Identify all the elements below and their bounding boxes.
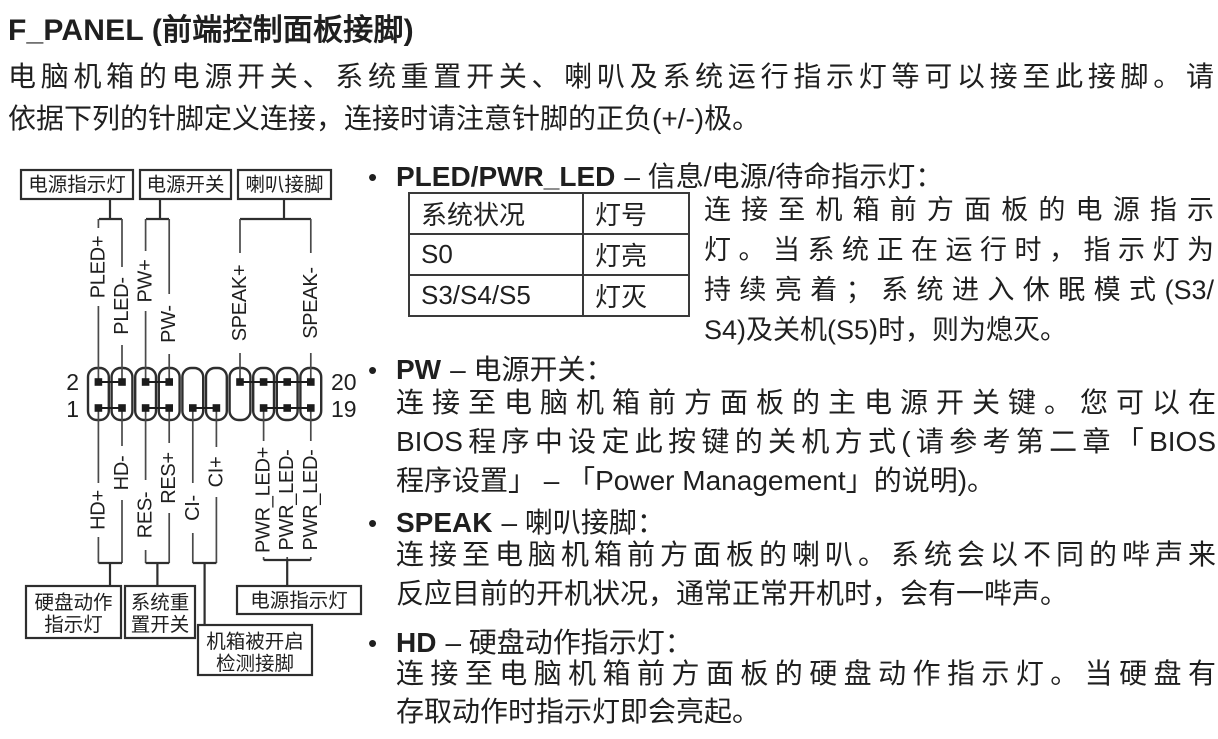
bullet-pled-title: • PLED/PWR_LED – 信息/电源/待命指示灯： <box>368 155 1216 195</box>
intro-paragraph: 电脑机箱的电源开关、系统重置开关、喇叭及系统运行指示灯等可以接至此接脚。请 依据… <box>8 56 1214 140</box>
bottom-bracket-lines <box>98 558 311 625</box>
bullet-pled-description: 连接至机箱前方面板的电源指示 灯。当系统正在运行时，指示灯为 持续亮着；系统进入… <box>704 190 1214 350</box>
bullet-pled-term: PLED/PWR_LED <box>396 161 616 192</box>
bullet-hd-description: 连接至电脑机箱前方面板的硬盘动作指示灯。当硬盘有 存取动作时指示灯即会亮起。 <box>396 655 1216 731</box>
pled-status-table: 系统状况 灯号 S0 灯亮 S3/S4/S5 灯灭 <box>408 192 690 317</box>
callout-chassis-intrusion-label-line1: 机箱被开启 <box>206 631 304 653</box>
callout-hdd-led-box <box>24 584 123 640</box>
bullet-pw-title: • PW – 电源开关： <box>368 348 1216 388</box>
callout-power-led-bottom-box <box>235 584 363 616</box>
pin-label-pwrled-minus2: PWR_LED- <box>300 450 322 551</box>
pin-number-1: 1 <box>66 396 79 422</box>
bullet-pw-term: PW <box>396 354 442 385</box>
callout-power-switch-label: 电源开关 <box>146 174 224 196</box>
bullet-marker: • <box>368 628 378 658</box>
bullet-marker: • <box>368 508 378 538</box>
text-line: 反应目前的开机状况，通常正常开机时，会有一哔声。 <box>396 578 1069 609</box>
page-title: F_PANEL (前端控制面板接脚) <box>8 14 414 47</box>
table-row: S3/S4/S5 灯灭 <box>408 274 690 317</box>
label-masks <box>85 228 323 557</box>
pin-header-body <box>86 366 323 422</box>
callout-power-switch-box <box>138 168 233 201</box>
callout-reset-switch-box <box>123 584 197 640</box>
pin-label-ci-minus: CI- <box>182 495 204 521</box>
bullet-hd-rest: – 硬盘动作指示灯： <box>445 627 693 658</box>
bullet-speak-term: SPEAK <box>396 507 493 538</box>
callout-bracket-lines <box>99 199 311 221</box>
pin-label-hd-minus: HD- <box>111 456 133 491</box>
intro-line: 电脑机箱的电源开关、系统重置开关、喇叭及系统运行指示灯等可以接至此接脚。请 <box>8 61 1214 92</box>
pin-label-speak-plus: SPEAK+ <box>229 265 251 342</box>
pin-label-ci-plus: CI+ <box>205 457 227 488</box>
bullet-marker: • <box>368 162 378 192</box>
bullet-speak-rest: – 喇叭接脚： <box>501 507 665 538</box>
table-row: S0 灯亮 <box>408 233 690 276</box>
callout-speaker-label: 喇叭接脚 <box>245 174 323 196</box>
callout-hdd-led-label-line1: 硬盘动作 <box>34 592 112 614</box>
pin-label-pwrled-minus: PWR_LED- <box>276 450 298 551</box>
text-line: 存取动作时指示灯即会亮起。 <box>396 696 761 727</box>
text-line: 连接至电脑机箱前方面板的喇叭。系统会以不同的哔声来 <box>396 539 1216 570</box>
callout-reset-switch-label-line2: 置开关 <box>131 614 190 636</box>
text-line: BIOS程序中设定此按键的关机方式(请参考第二章「BIOS <box>396 426 1216 457</box>
pin-number-2: 2 <box>66 369 79 395</box>
pin-label-res-plus: RES+ <box>158 452 180 504</box>
bullet-pled-rest: – 信息/电源/待命指示灯： <box>624 161 944 192</box>
intro-line: 依据下列的针脚定义连接，连接时请注意针脚的正负(+/-)极。 <box>8 103 761 134</box>
text-line: 程序设置」 – 「Power Management」的说明)。 <box>396 465 996 496</box>
table-cell: S0 <box>408 233 584 276</box>
table-cell: 灯亮 <box>582 233 690 276</box>
bullet-speak-title: • SPEAK – 喇叭接脚： <box>368 501 1216 541</box>
pin-label-pled-plus: PLED+ <box>87 236 109 298</box>
table-cell: 灯灭 <box>582 274 690 317</box>
text-line: 连接至电脑机箱前方面板的硬盘动作指示灯。当硬盘有 <box>396 658 1216 689</box>
pin-label-pw-minus: PW- <box>158 305 180 343</box>
callout-hdd-led-label-line2: 指示灯 <box>44 614 103 636</box>
pin-label-pled-minus: PLED- <box>111 277 133 334</box>
bullet-pw-rest: – 电源开关： <box>450 354 614 385</box>
pin-label-speak-minus: SPEAK- <box>300 267 322 339</box>
bullet-pw-description: 连接至电脑机箱前方面板的主电源开关键。您可以在 BIOS程序中设定此按键的关机方… <box>396 383 1216 500</box>
bullet-hd-term: HD <box>396 627 437 658</box>
pin-links <box>98 381 311 409</box>
pin-number-19: 19 <box>331 396 357 422</box>
callout-power-led-bottom-label: 电源指示灯 <box>250 590 348 612</box>
bullet-marker: • <box>368 355 378 385</box>
table-cell: S3/S4/S5 <box>408 274 584 317</box>
pin-label-hd-plus: HD+ <box>87 490 109 530</box>
text-line: 持续亮着；系统进入休眠模式(S3/ <box>704 275 1214 305</box>
table-header-system-state: 系统状况 <box>408 192 584 235</box>
text-line: 连接至电脑机箱前方面板的主电源开关键。您可以在 <box>396 387 1216 418</box>
pin-number-20: 20 <box>331 369 357 395</box>
callout-power-led-top-label: 电源指示灯 <box>28 174 126 196</box>
table-row: 系统状况 灯号 <box>408 192 690 235</box>
pin-label-res-minus: RES- <box>135 492 157 539</box>
callout-chassis-intrusion-label-line2: 检测接脚 <box>216 653 294 675</box>
text-line: S4)及关机(S5)时，则为熄灭。 <box>704 315 1068 345</box>
bullet-speak-description: 连接至电脑机箱前方面板的喇叭。系统会以不同的哔声来 反应目前的开机状况，通常正常… <box>396 535 1216 613</box>
callout-chassis-intrusion-box <box>196 623 314 677</box>
callout-power-led-top-box <box>19 168 135 201</box>
text-line: 连接至机箱前方面板的电源指示 <box>704 195 1214 225</box>
table-header-led: 灯号 <box>582 192 690 235</box>
bullet-hd-title: • HD – 硬盘动作指示灯： <box>368 621 1216 661</box>
fpanel-pinout-diagram: PLED+ PLED- PW+ PW- SPEAK+ SPEAK- HD+ HD… <box>19 168 363 677</box>
text-line: 灯。当系统正在运行时，指示灯为 <box>704 235 1214 265</box>
pin-label-pw-plus: PW+ <box>135 260 157 303</box>
pin-label-pwrled-plus: PWR_LED+ <box>253 447 275 553</box>
callout-reset-switch-label-line1: 系统重 <box>131 592 190 614</box>
